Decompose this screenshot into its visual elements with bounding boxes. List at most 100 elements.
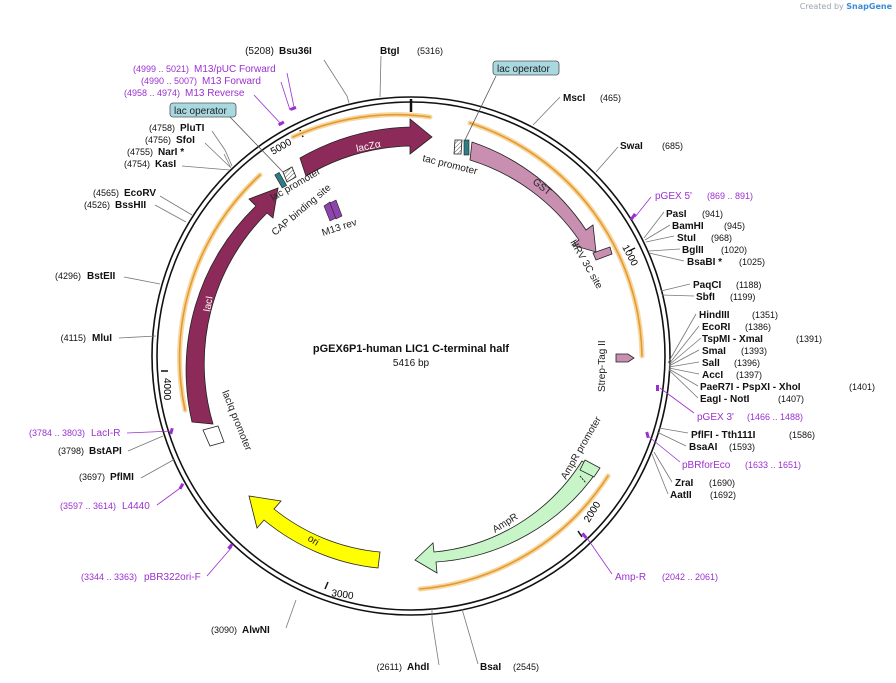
enzyme-labels-left: (5208)Bsu36I (4758)PluTI (4756)SfoI (475… xyxy=(55,46,429,673)
primer-l4440[interactable]: (3597 .. 3614)L4440 xyxy=(60,501,150,512)
lac-operator-left-box[interactable] xyxy=(274,172,288,189)
enzyme-ecorv[interactable]: (4565)EcoRV xyxy=(93,188,156,199)
feature-ampr-arrow[interactable] xyxy=(414,460,599,574)
enzyme-bsaai[interactable]: BsaAI(1593) xyxy=(689,442,755,453)
primer-pgex3[interactable]: pGEX 3'(1466 .. 1488) xyxy=(697,412,803,423)
feature-m13-rev[interactable]: M13 rev xyxy=(321,199,359,239)
enzyme-mlui[interactable]: (4115)MluI xyxy=(61,333,113,344)
enzyme-acci[interactable]: AccI(1397) xyxy=(702,370,762,381)
feature-gst[interactable]: GST xyxy=(469,141,597,253)
enzyme-bsshii-name: BssHII xyxy=(115,200,146,211)
tick-label-3000: 3000 xyxy=(331,588,355,602)
primer-amp-r[interactable]: Amp-R(2042 .. 2061) xyxy=(615,572,718,583)
enzyme-sali[interactable]: SalI(1396) xyxy=(702,358,760,369)
enzyme-nari[interactable]: (4755)NarI * xyxy=(127,147,184,158)
feature-m13-rev-mark-2[interactable] xyxy=(329,199,343,220)
enzyme-ecori-name: EcoRI xyxy=(702,322,731,333)
enzyme-pflmi-name: PflMI xyxy=(110,472,134,483)
feature-hrv3c-box[interactable] xyxy=(592,246,613,261)
enzyme-paer7i-pspxi-xhoi[interactable]: PaeR7I - PspXI - XhoI(1401) xyxy=(700,382,875,393)
feature-ori[interactable]: ori xyxy=(248,495,381,569)
primer-pbrforeco[interactable]: pBRforEco(1633 .. 1651) xyxy=(682,460,801,471)
enzyme-msci[interactable]: MscI(465) xyxy=(563,93,621,104)
enzyme-sbfi[interactable]: SbfI(1199) xyxy=(696,292,755,303)
leader-ecori xyxy=(668,325,700,365)
feature-lacza-label: lacZα xyxy=(355,139,382,155)
enzyme-btgi[interactable]: BtgI(5316) xyxy=(380,46,443,57)
enzyme-pflfi-tth111i[interactable]: PflFI - Tth111I(1586) xyxy=(691,430,815,441)
enzyme-bsteii[interactable]: (4296)BstEII xyxy=(55,271,116,282)
leader-smai xyxy=(668,349,700,367)
enzyme-swai-name: SwaI xyxy=(620,141,643,152)
feature-lac-operator-right[interactable]: lac operator xyxy=(463,60,560,156)
enzyme-bsshii[interactable]: (4526)BssHII xyxy=(84,200,146,211)
primer-mark-pgex5 xyxy=(629,212,637,221)
feature-lacza[interactable]: lacZα xyxy=(299,118,433,177)
enzyme-bstapi[interactable]: (3798)BstAPI xyxy=(58,446,122,457)
feature-lac-promoter-box[interactable] xyxy=(282,166,297,183)
enzyme-stui[interactable]: StuI(968) xyxy=(677,233,732,244)
enzyme-ahdi[interactable]: (2611)AhdI xyxy=(377,662,430,673)
feature-ori-label: ori xyxy=(305,533,320,548)
feature-laciq-promoter-box[interactable] xyxy=(202,425,225,447)
primer-pgex5[interactable]: pGEX 5'(869 .. 891) xyxy=(655,191,753,202)
enzyme-bsai[interactable]: BsaI(2545) xyxy=(480,662,539,673)
primer-mark-pgex3 xyxy=(656,385,659,391)
enzyme-tspmi-xmai[interactable]: TspMI - XmaI(1391) xyxy=(702,334,822,345)
enzyme-bglii[interactable]: BglII(1020) xyxy=(682,245,747,256)
feature-m13-rev-label: M13 rev xyxy=(321,217,359,239)
enzyme-bamhi[interactable]: BamHI(945) xyxy=(672,221,745,232)
enzyme-aatii-name: AatII xyxy=(670,490,692,501)
feature-tac-promoter-box[interactable] xyxy=(453,139,463,155)
enzyme-paqci[interactable]: PaqCI(1188) xyxy=(693,280,761,291)
enzyme-ecori[interactable]: EcoRI(1386) xyxy=(702,322,771,333)
primer-m13puc-forward-range: (4999 .. 5021) xyxy=(133,64,189,74)
enzyme-bsu36i[interactable]: (5208)Bsu36I xyxy=(245,46,312,57)
lac-operator-right-tag[interactable] xyxy=(492,60,560,76)
enzyme-swai[interactable]: SwaI(685) xyxy=(620,141,683,152)
feature-ampr-promoter-box[interactable] xyxy=(579,459,601,478)
feature-ori-arrow[interactable] xyxy=(248,495,381,569)
feature-laci-arrow[interactable] xyxy=(185,187,279,425)
primer-leader-l4440 xyxy=(156,485,184,506)
primer-m13-forward-range: (4990 .. 5007) xyxy=(141,76,197,86)
primer-pbr322ori-f[interactable]: (3344 .. 3363)pBR322ori-F xyxy=(81,572,201,583)
enzyme-bsabi[interactable]: BsaBI *(1025) xyxy=(687,257,765,268)
feature-lac-operator-left[interactable]: lac operator xyxy=(169,102,288,189)
primer-leader-laci-r xyxy=(126,430,174,434)
feature-laci[interactable]: lacI xyxy=(185,187,279,425)
enzyme-bglii-pos: (1020) xyxy=(721,245,747,255)
primer-mark-pbrforeco xyxy=(645,431,650,439)
primer-m13-forward-name: M13 Forward xyxy=(202,76,261,87)
enzyme-nari-name: NarI * xyxy=(158,147,184,158)
enzyme-pflmi[interactable]: (3697)PflMI xyxy=(79,472,134,483)
feature-strep-tag-arrow[interactable] xyxy=(615,353,635,363)
lac-operator-left-tag[interactable] xyxy=(169,102,237,118)
enzyme-pluti[interactable]: (4758)PluTI xyxy=(149,123,205,134)
enzyme-zrai[interactable]: ZraI(1690) xyxy=(675,478,735,489)
primer-m13puc-forward[interactable]: (4999 .. 5021)M13/pUC Forward xyxy=(133,64,276,75)
enzyme-eagi-noti[interactable]: EagI - NotI(1407) xyxy=(700,394,804,405)
feature-strep-tag[interactable]: Strep-Tag II xyxy=(597,340,635,392)
primer-leader-pgex5 xyxy=(634,196,652,218)
primer-laci-r[interactable]: (3784 .. 3803)LacI-R xyxy=(29,428,121,439)
enzyme-hindiii-pos: (1351) xyxy=(752,310,778,320)
enzyme-smai[interactable]: SmaI(1393) xyxy=(702,346,767,357)
enzyme-zrai-name: ZraI xyxy=(675,478,694,489)
enzyme-aatii[interactable]: AatII(1692) xyxy=(670,490,736,501)
primer-pgex5-name: pGEX 5' xyxy=(655,191,692,202)
feature-lacza-arrow[interactable] xyxy=(299,118,433,177)
enzyme-alwni[interactable]: (3090)AlwNI xyxy=(211,625,270,636)
enzyme-btgi-pos: (5316) xyxy=(417,46,443,56)
primer-pbr322ori-f-range: (3344 .. 3363) xyxy=(81,572,137,582)
orf-track-lacz xyxy=(292,113,431,138)
enzyme-hindiii[interactable]: HindIII(1351) xyxy=(699,310,778,321)
enzyme-pasi[interactable]: PasI(941) xyxy=(666,209,723,220)
lac-operator-right-box[interactable] xyxy=(463,139,470,156)
primer-m13-reverse[interactable]: (4958 .. 4974)M13 Reverse xyxy=(124,88,245,99)
primer-m13-forward[interactable]: (4990 .. 5007) M13 Forward xyxy=(141,76,261,87)
feature-gst-arrow[interactable] xyxy=(469,141,597,253)
primer-amp-r-name: Amp-R xyxy=(615,572,646,583)
enzyme-kasi[interactable]: (4754)KasI xyxy=(124,159,176,170)
enzyme-sfoi[interactable]: (4756)SfoI xyxy=(145,135,195,146)
